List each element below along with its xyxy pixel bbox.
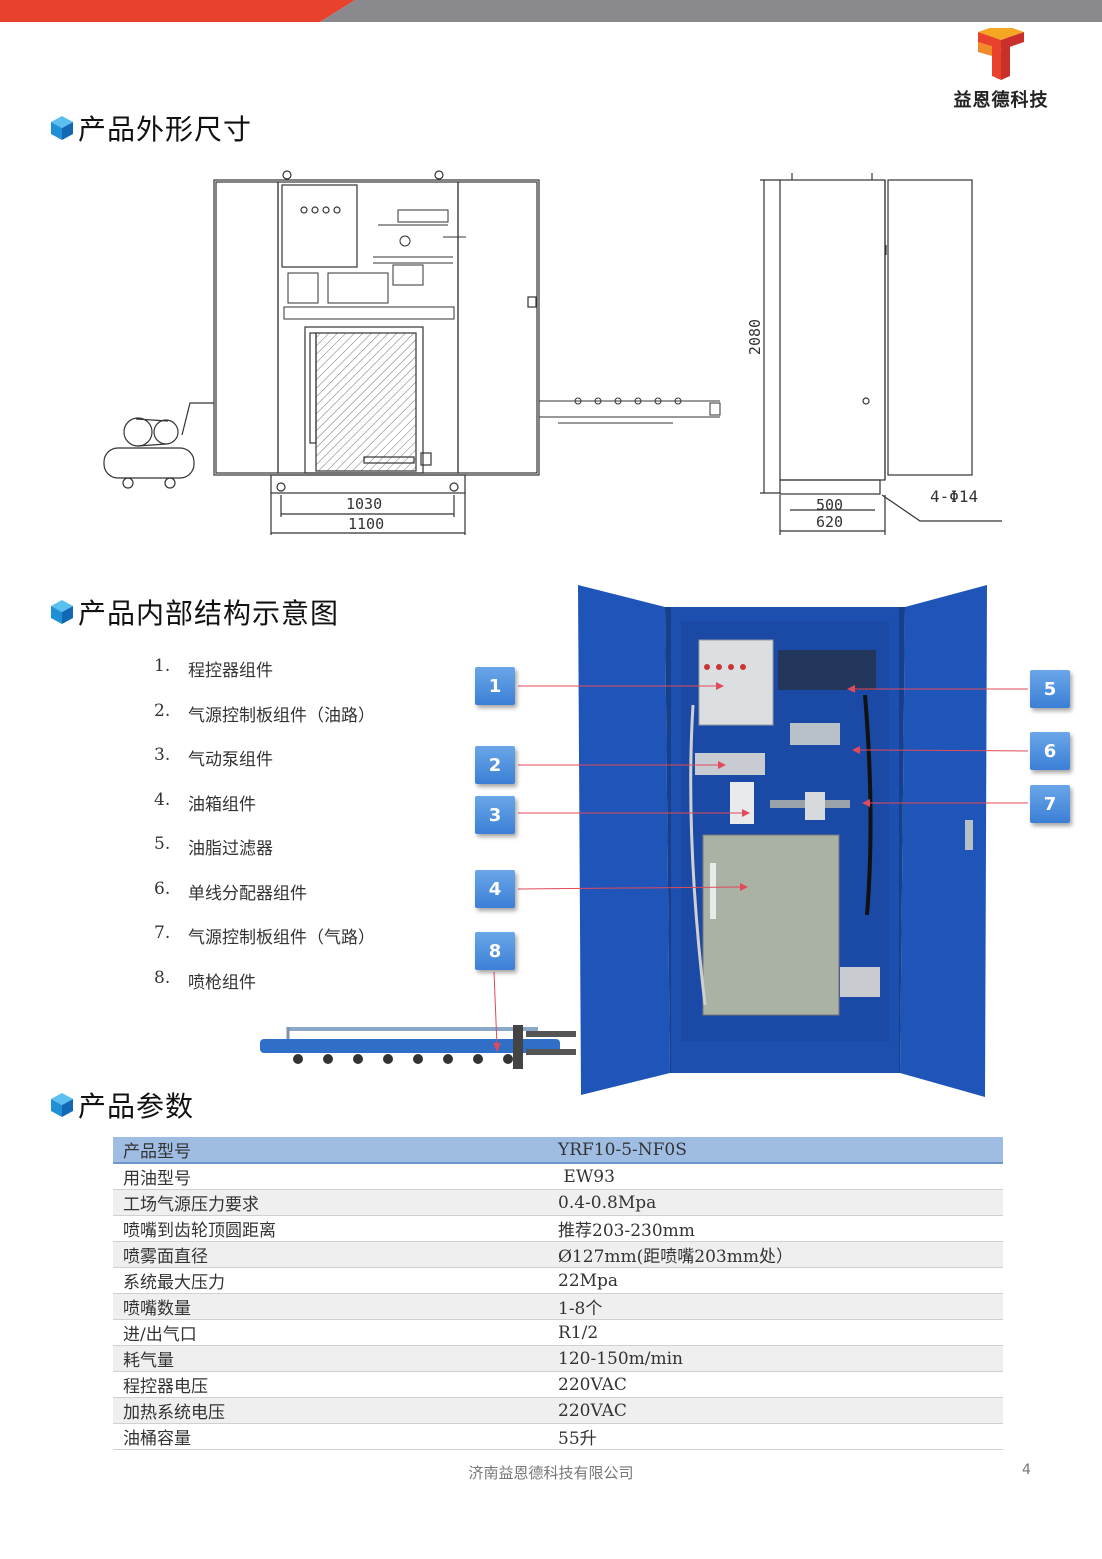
list-item: 8.喷枪组件 [154, 967, 256, 993]
cube-icon [51, 116, 73, 140]
callout-7: 7 [1030, 785, 1070, 823]
logo-mark-icon [978, 24, 1024, 80]
page-number: 4 [1022, 1462, 1031, 1478]
dim-width-outer: 1100 [348, 515, 385, 533]
list-item: 4.油箱组件 [154, 789, 256, 815]
section-title-structure: 产品内部结构示意图 [50, 592, 339, 632]
dim-height: 2080 [746, 318, 765, 356]
section-title-params: 产品参数 [50, 1085, 194, 1125]
list-item: 3.气动泵组件 [154, 745, 273, 770]
table-row: 喷嘴到齿轮顶圆距离推荐203-230mm [113, 1215, 1003, 1242]
cube-icon [51, 600, 73, 624]
callout-1: 1 [475, 667, 515, 705]
callout-6: 6 [1030, 732, 1070, 770]
table-row: 用油型号 EW93 [113, 1163, 1003, 1190]
footer-company: 济南益恩德科技有限公司 [468, 1464, 634, 1482]
company-logo: 益恩德科技 [942, 24, 1060, 112]
callout-2: 2 [475, 746, 515, 784]
dim-hole-spec: 4-Φ14 [930, 487, 979, 506]
dim-depth-inner: 500 [816, 496, 844, 514]
list-item: 6.单线分配器组件 [154, 878, 307, 904]
dim-depth-outer: 620 [816, 513, 844, 531]
cabinet-interior-image [578, 585, 987, 1097]
parts-list: 1.程控器组件 2.气源控制板组件（油路） 3.气动泵组件 4.油箱组件 5.油… [154, 656, 375, 1012]
list-item: 5.油脂过滤器 [154, 834, 273, 859]
dim-width-inner: 1030 [346, 495, 383, 513]
cube-icon [51, 1093, 73, 1117]
callout-8: 8 [475, 932, 515, 970]
section-title-dimensions: 产品外形尺寸 [50, 108, 252, 148]
callout-3: 3 [475, 796, 515, 834]
air-compressor-icon [103, 402, 214, 489]
callout-5: 5 [1030, 670, 1070, 708]
list-item: 7.气源控制板组件（气路） [154, 923, 375, 948]
side-view-drawing [760, 173, 1002, 535]
list-item: 2.气源控制板组件（油路） [154, 700, 375, 726]
callout-4: 4 [475, 870, 515, 908]
list-item: 1.程控器组件 [154, 656, 273, 681]
nozzle-gun-image [260, 1025, 576, 1069]
header-bar [0, 0, 1102, 22]
logo-text: 益恩德科技 [953, 90, 1049, 111]
front-view-drawing [103, 170, 721, 535]
